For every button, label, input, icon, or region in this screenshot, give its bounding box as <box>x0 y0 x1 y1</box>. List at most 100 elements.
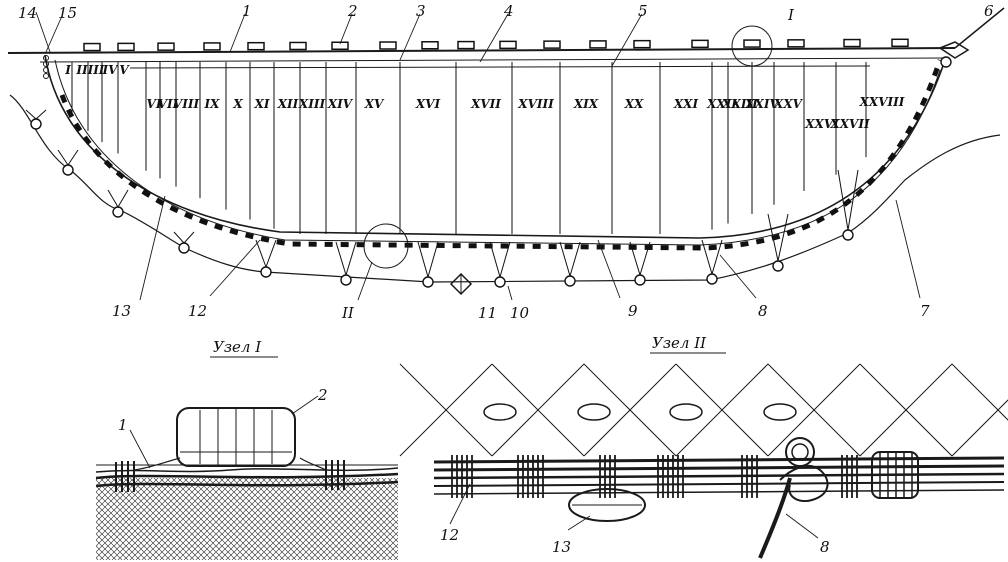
mesh-strand <box>583 363 677 457</box>
ring-row <box>30 56 952 288</box>
bridle-leg <box>107 189 119 208</box>
ring <box>772 260 784 272</box>
detail-I-label-1: 1 <box>118 416 128 434</box>
callout-7: 7 <box>920 302 930 320</box>
bridle-leg <box>777 213 789 262</box>
ring <box>62 164 74 176</box>
mesh-strand <box>859 363 953 457</box>
section-label-xxi: XXI <box>673 97 699 111</box>
mesh-strand <box>951 399 1008 457</box>
detail-II-coil-inner <box>791 443 809 461</box>
section-label-iii: III <box>87 63 105 77</box>
detail-II-whipping-turns <box>879 452 913 498</box>
bridle-leg <box>639 241 651 276</box>
section-label-xi: XI <box>254 97 270 111</box>
float <box>843 38 861 48</box>
mesh-knot <box>483 403 517 421</box>
section-label-xvi: XVI <box>415 97 441 111</box>
bridle-leg <box>767 213 779 262</box>
section-label-x: X <box>232 97 243 111</box>
node-I-circle <box>731 25 773 67</box>
bridle-leg <box>499 241 511 278</box>
section-label-vi: VI <box>147 97 162 111</box>
section-label-xxii: XXII <box>706 97 737 111</box>
callout-6: 6 <box>984 2 994 20</box>
section-label-ix: IX <box>204 97 221 111</box>
bridle-leg <box>847 169 859 231</box>
float <box>247 41 265 51</box>
bridle-leg <box>67 149 79 166</box>
section-label-xxvi: XXVI <box>804 117 839 131</box>
mesh-knot <box>577 403 611 421</box>
section-label-xv: XV <box>364 97 385 111</box>
mesh-knot <box>669 403 703 421</box>
mesh-strand <box>951 363 1008 421</box>
section-label-xvii: XVII <box>470 97 501 111</box>
section-label-xxiii: XXIII <box>721 97 758 111</box>
leader-lines <box>35 11 921 301</box>
ring <box>564 275 576 287</box>
float <box>203 42 221 51</box>
net-lower-edge <box>44 54 946 239</box>
float <box>499 40 517 50</box>
callout-10: 10 <box>510 304 530 322</box>
ring <box>422 276 434 288</box>
main-net-view: 14 15 1 2 3 4 5 I 6 13 12 II 11 10 9 8 7… <box>7 2 1005 322</box>
detail-I-rope-c <box>95 467 399 473</box>
section-label-viii: VIII <box>173 97 200 111</box>
detail-II-rope-8 <box>758 477 792 559</box>
bridle-row <box>25 109 859 278</box>
section-label-xx: XX <box>624 97 644 111</box>
section-label-xii: XII <box>277 97 299 111</box>
head-rope-lower <box>129 65 871 69</box>
ring <box>340 274 352 286</box>
detail-I-leader-1 <box>129 429 151 469</box>
section-label-xiv: XIV <box>327 97 354 111</box>
detail-I-leader-2 <box>291 395 319 415</box>
float <box>543 40 561 49</box>
node-II-circle <box>363 223 409 269</box>
mesh-strand <box>491 363 585 457</box>
detail-I-rope-a <box>95 472 399 480</box>
float <box>83 42 101 52</box>
section-label-xxviii: XXVIII <box>859 95 905 109</box>
detail-II-coil <box>785 437 815 467</box>
detail-II-lashings <box>451 455 858 498</box>
detail-II-leader-12 <box>449 483 471 525</box>
section-label-xxv: XXV <box>773 97 804 111</box>
callout-15: 15 <box>58 4 77 22</box>
mesh-knot <box>763 403 797 421</box>
bridle-leg <box>345 241 357 276</box>
bridle-leg <box>255 239 267 268</box>
detail-II-footrope <box>433 456 1005 495</box>
section-label-vii: VII <box>158 97 179 111</box>
callout-2: 2 <box>347 2 358 20</box>
bridle-leg <box>711 239 723 275</box>
left-chain <box>43 55 49 79</box>
float <box>117 42 135 52</box>
float <box>891 38 909 48</box>
ring <box>634 274 646 286</box>
float <box>743 39 761 48</box>
bridle-leg <box>35 109 47 120</box>
bridle-leg <box>57 149 69 166</box>
callout-3: 3 <box>416 2 426 20</box>
detail-II-mesh <box>399 363 1008 457</box>
callout-11: 11 <box>478 304 497 322</box>
ring <box>30 118 42 130</box>
callout-5: 5 <box>638 2 648 20</box>
callout-4: 4 <box>503 2 514 20</box>
detail-I-lashing-left <box>115 461 135 492</box>
detail-II-title: Узел II <box>652 334 707 352</box>
mesh-strand <box>399 363 493 457</box>
bridle-leg <box>427 241 439 278</box>
detail-I-float <box>176 407 296 467</box>
bridle-leg <box>265 239 277 268</box>
float <box>379 41 397 50</box>
end-rope-right <box>954 7 1005 49</box>
section-label-xix: XIX <box>573 97 599 111</box>
section-label-v: V <box>119 63 130 77</box>
ring <box>940 56 952 68</box>
